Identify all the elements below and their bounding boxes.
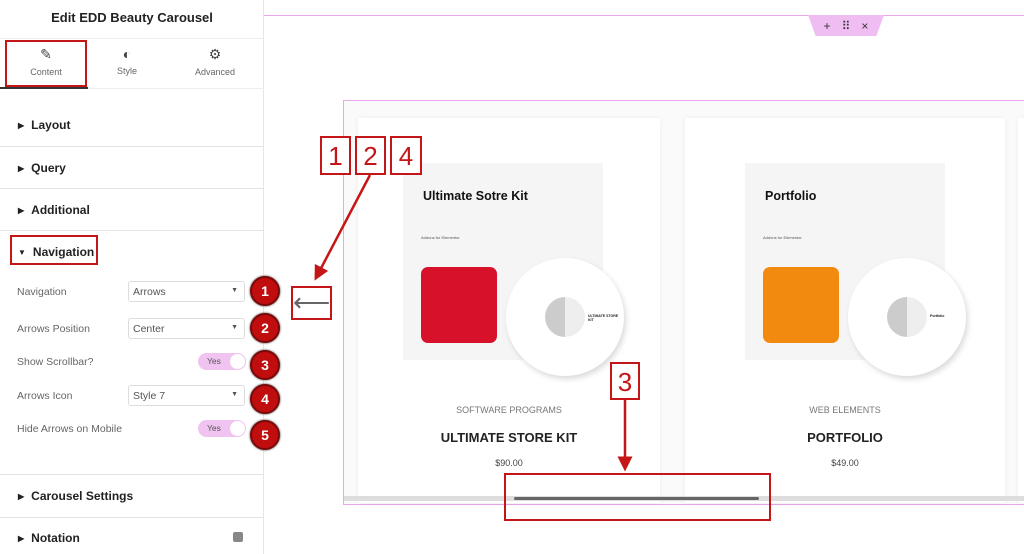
- caret-down-icon: ▼: [231, 391, 238, 398]
- product-card[interactable]: Ultimate Sotre Kit Addons for Elementor …: [358, 118, 660, 503]
- product-card[interactable]: Portfolio Addons for Elementor Portfolio…: [685, 118, 1005, 503]
- product-name[interactable]: PORTFOLIO: [807, 430, 883, 445]
- toggle-label: Yes: [207, 356, 221, 366]
- panel-title: Edit EDD Beauty Carousel: [51, 10, 213, 25]
- editor-sidebar: Edit EDD Beauty Carousel ✎ Content ◐ Style…: [0, 0, 264, 554]
- product-price: $49.00: [831, 458, 859, 468]
- toggle-knob: [230, 354, 245, 369]
- divider: [0, 146, 264, 147]
- caret-right-icon: ▶: [18, 164, 25, 173]
- control-label: Arrows Icon: [17, 390, 73, 402]
- caret-right-icon: ▶: [18, 492, 25, 501]
- caret-down-icon: ▼: [231, 287, 238, 294]
- disc-icon: ULTIMATE STORE KIT: [506, 258, 624, 376]
- annotation-badge-2: 2: [250, 313, 280, 343]
- control-label: Hide Arrows on Mobile: [17, 423, 123, 435]
- divider: [0, 230, 264, 231]
- annotation-box-1: 1: [320, 136, 351, 175]
- product-image[interactable]: Ultimate Sotre Kit Addons for Elementor …: [403, 163, 624, 376]
- toggle-knob: [230, 421, 245, 436]
- annotation-arrow-to-prev: [314, 174, 372, 281]
- select-value: Style 7: [133, 390, 166, 402]
- divider: [0, 517, 264, 518]
- annotation-badge-5: 5: [250, 420, 280, 450]
- annotation-box-3: 3: [610, 362, 640, 400]
- product-card[interactable]: [1018, 118, 1024, 503]
- product-name[interactable]: ULTIMATE STORE KIT: [440, 430, 578, 445]
- folder-icon: [763, 267, 839, 343]
- section-outline: [264, 15, 1024, 16]
- divider: [0, 474, 264, 475]
- box-title: Ultimate Sotre Kit: [423, 189, 528, 203]
- control-label: Arrows Position: [17, 323, 90, 335]
- arrows-position-select[interactable]: Center ▼: [128, 318, 245, 339]
- annotation-badge-1: 1: [250, 276, 280, 306]
- pencil-icon: ✎: [40, 46, 52, 62]
- product-category: WEB ELEMENTS: [809, 405, 881, 415]
- arrows-icon-select[interactable]: Style 7 ▼: [128, 385, 245, 406]
- box-title: Portfolio: [765, 189, 817, 203]
- product-category: SOFTWARE PROGRAMS: [456, 405, 562, 415]
- tab-content[interactable]: ✎ Content: [6, 46, 86, 77]
- section-carousel-settings[interactable]: ▶ Carousel Settings: [18, 489, 133, 503]
- caret-right-icon: ▶: [18, 534, 25, 543]
- drag-icon[interactable]: ⠿: [841, 18, 851, 33]
- tab-label: Content: [30, 67, 62, 77]
- highlight-scrollbar: [504, 473, 771, 521]
- section-navigation[interactable]: ▼ Navigation: [18, 245, 94, 259]
- tab-style[interactable]: ◐ Style: [87, 46, 167, 76]
- disc-label: Portfolio: [930, 314, 945, 318]
- caret-right-icon: ▶: [18, 121, 25, 130]
- divider: [88, 88, 264, 89]
- toggle-label: Yes: [207, 423, 221, 433]
- show-scrollbar-toggle[interactable]: Yes: [198, 353, 246, 370]
- gear-icon: ⚙: [208, 46, 222, 62]
- notes-icon[interactable]: [233, 532, 243, 542]
- close-icon[interactable]: ×: [861, 18, 869, 33]
- box-subtitle: Addons for Elementor: [763, 235, 802, 240]
- highlight-navigation: [10, 235, 98, 265]
- section-label: Layout: [31, 118, 71, 132]
- annotation-box-2: 2: [355, 136, 386, 175]
- navigation-select[interactable]: Arrows ▼: [128, 281, 245, 302]
- section-label: Carousel Settings: [31, 489, 134, 503]
- section-additional[interactable]: ▶ Additional: [18, 203, 90, 217]
- section-layout[interactable]: ▶ Layout: [18, 118, 71, 132]
- add-icon[interactable]: +: [823, 18, 831, 33]
- product-image[interactable]: Portfolio Addons for Elementor Portfolio: [745, 163, 966, 376]
- half-circle-icon: ◐: [122, 46, 132, 62]
- disc-icon: Portfolio: [848, 258, 966, 376]
- section-label: Query: [31, 161, 66, 175]
- hide-arrows-mobile-toggle[interactable]: Yes: [198, 420, 246, 437]
- scrollbar-thumb[interactable]: [514, 497, 759, 500]
- section-notation[interactable]: ▶ Notation: [18, 531, 80, 545]
- highlight-content-tab: [5, 40, 87, 87]
- annotation-box-4: 4: [390, 136, 422, 175]
- divider: [0, 38, 264, 39]
- shopping-bag-icon: [421, 267, 497, 343]
- annotation-badge-3: 3: [250, 350, 280, 380]
- tab-label: Style: [116, 66, 137, 76]
- section-label: Additional: [31, 203, 90, 217]
- divider: [0, 188, 264, 189]
- caret-down-icon: ▼: [18, 248, 26, 257]
- select-value: Arrows: [133, 286, 166, 298]
- section-label: Navigation: [32, 245, 95, 259]
- section-label: Notation: [31, 531, 80, 545]
- active-tab-indicator: [0, 87, 88, 89]
- section-handle: + ⠿ ×: [808, 15, 884, 36]
- product-price: $90.00: [495, 458, 523, 468]
- caret-right-icon: ▶: [18, 206, 25, 215]
- tab-label: Advanced: [194, 67, 236, 77]
- annotation-badge-4: 4: [250, 384, 280, 414]
- tab-advanced[interactable]: ⚙ Advanced: [175, 46, 255, 77]
- control-label: Show Scrollbar?: [17, 356, 94, 368]
- disc-label: ULTIMATE STORE KIT: [588, 314, 619, 322]
- section-query[interactable]: ▶ Query: [18, 161, 66, 175]
- control-label: Navigation: [17, 286, 67, 298]
- caret-down-icon: ▼: [231, 324, 238, 331]
- prev-arrow-button[interactable]: ⟵: [291, 286, 332, 320]
- select-value: Center: [133, 323, 165, 335]
- box-subtitle: Addons for Elementor: [421, 235, 460, 240]
